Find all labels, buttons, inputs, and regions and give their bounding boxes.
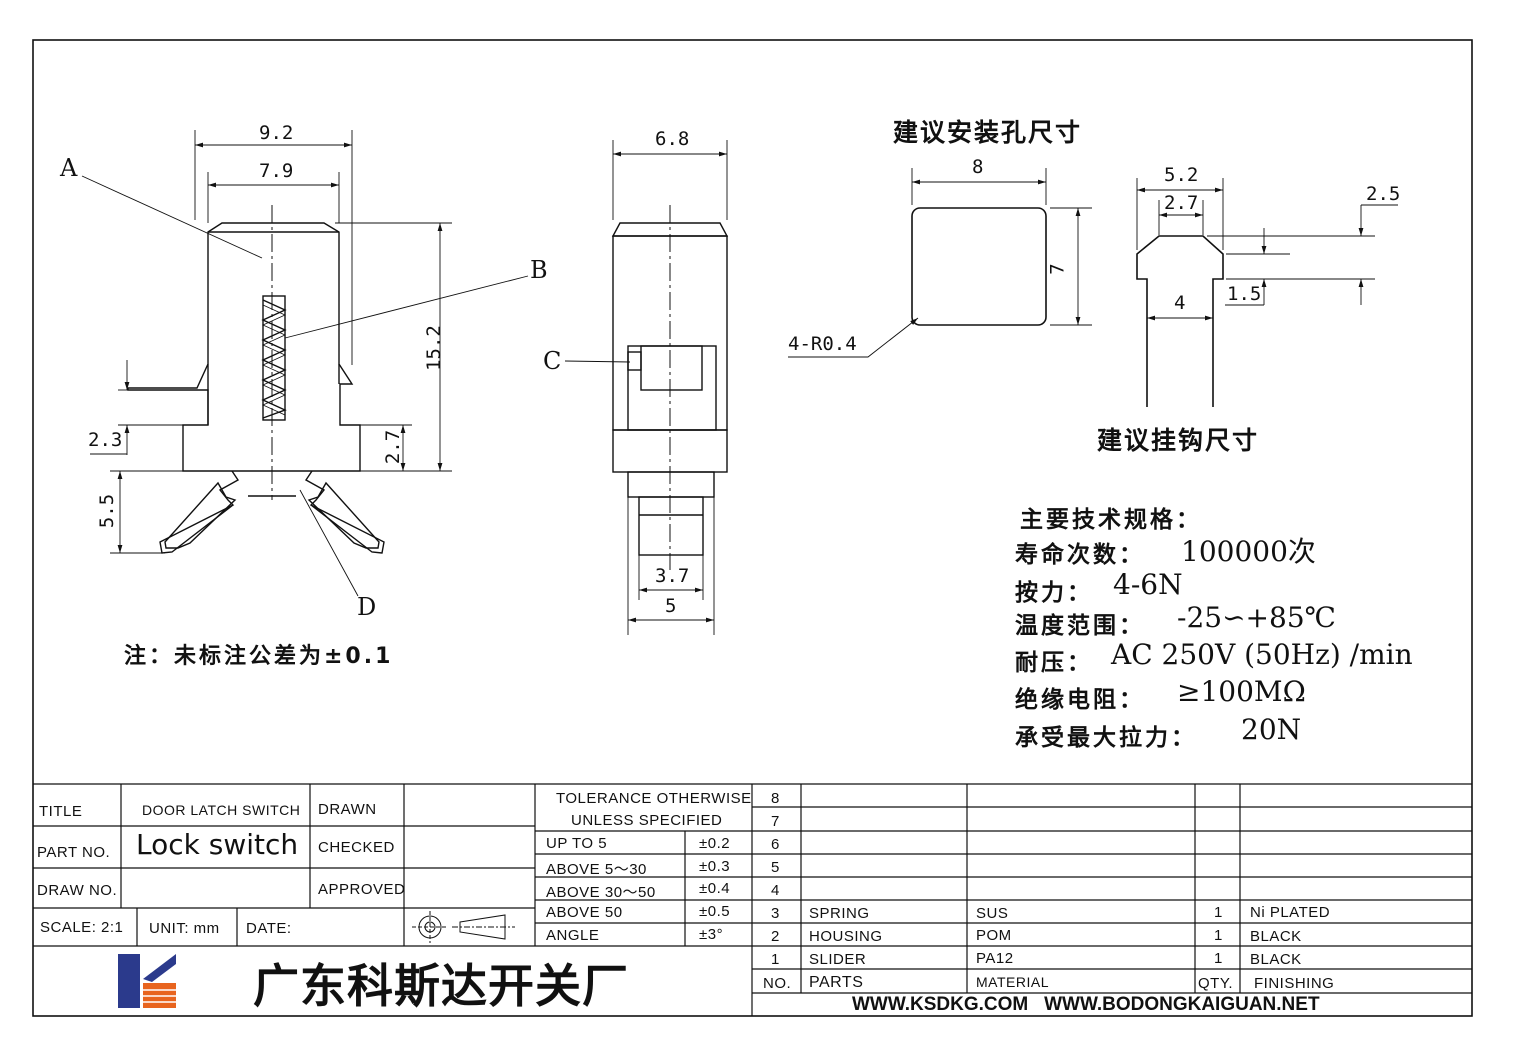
title-value: DOOR LATCH SWITCH xyxy=(142,802,301,818)
dim-side-top-width: 6.8 xyxy=(655,128,690,150)
tolerance-note: 注：未标注公差为±0.1 xyxy=(124,644,394,669)
bom-no: 2 xyxy=(771,928,780,945)
tolerance-value: ±3° xyxy=(699,926,724,943)
tolerance-header-1: TOLERANCE OTHERWISE xyxy=(556,790,752,807)
bom-header-parts: PARTS xyxy=(809,974,864,991)
bom-finishing: Ni PLATED xyxy=(1250,904,1331,921)
bom-no: 6 xyxy=(771,836,780,853)
dim-side-inner-width: 3.7 xyxy=(655,565,690,587)
tolerance-range: ABOVE 30～50 xyxy=(546,884,656,901)
tolerance-value: ±0.4 xyxy=(699,880,731,897)
spec-value-insulation: ≥100MΩ xyxy=(1177,675,1306,708)
callout-d: D xyxy=(357,593,377,621)
bom-header-no: NO. xyxy=(763,975,792,992)
bom-no: 5 xyxy=(771,859,780,876)
dim-hook-head: 2.5 xyxy=(1366,183,1401,205)
bom-header-material: MATERIAL xyxy=(976,974,1049,990)
front-view xyxy=(81,130,529,597)
mount-hole-title: 建议安装孔尺寸 xyxy=(893,118,1083,147)
scale-field: SCALE: 2:1 xyxy=(40,919,124,936)
website-urls: WWW.KSDKG.COM WWW.BODONGKAIGUAN.NET xyxy=(852,994,1320,1015)
bom-part: HOUSING xyxy=(809,928,883,945)
date-field: DATE: xyxy=(246,920,292,937)
dim-hook-neck: 1.5 xyxy=(1227,283,1262,305)
dim-hook-stem: 4 xyxy=(1174,292,1186,314)
drawn-label: DRAWN xyxy=(318,801,377,818)
dim-hole-height: 7 xyxy=(1046,263,1069,275)
spec-value-life: 100000次 xyxy=(1181,535,1316,568)
company-logo xyxy=(115,951,177,1011)
spec-value-pull: 20N xyxy=(1241,713,1302,746)
spec-value-force: 4-6N xyxy=(1113,568,1183,601)
dim-front-flange: 2.7 xyxy=(382,429,405,465)
dim-side-outer-width: 5 xyxy=(665,595,677,617)
draw-no-label: DRAW NO. xyxy=(37,882,118,899)
bom-qty: 1 xyxy=(1214,904,1223,921)
bom-part: SLIDER xyxy=(809,951,867,968)
title-block-grid xyxy=(33,783,1472,1016)
bom-no: 8 xyxy=(771,790,780,807)
bom-no: 7 xyxy=(771,813,780,830)
hook-view xyxy=(1136,178,1398,407)
spec-label-force: 按力： xyxy=(1015,580,1093,606)
mount-hole-view xyxy=(788,168,1092,358)
spec-label-temp: 温度范围： xyxy=(1015,613,1145,639)
callout-b: B xyxy=(530,256,548,284)
bom-no: 4 xyxy=(771,882,780,899)
part-no-label: PART NO. xyxy=(37,844,111,861)
dim-hook-notch: 2.7 xyxy=(1164,192,1199,214)
dim-hole-radius: 4-R0.4 xyxy=(788,333,857,355)
bom-finishing: BLACK xyxy=(1250,928,1302,945)
company-name: 广东科斯达开关厂 xyxy=(253,959,629,1013)
specs-title: 主要技术规格： xyxy=(1020,507,1202,533)
bom-no: 1 xyxy=(771,951,780,968)
side-view xyxy=(564,140,729,635)
dim-front-outer-width: 9.2 xyxy=(259,122,294,144)
bom-part: SPRING xyxy=(809,905,870,922)
bom-header-finishing: FINISHING xyxy=(1254,975,1335,992)
tolerance-range: ANGLE xyxy=(546,927,600,944)
spec-label-insulation: 绝缘电阻： xyxy=(1015,687,1145,713)
bom-material: PA12 xyxy=(976,950,1014,967)
callout-c: C xyxy=(543,347,562,375)
bom-header-qty: QTY. xyxy=(1198,975,1234,992)
callout-a: A xyxy=(60,154,78,182)
dim-front-height: 15.2 xyxy=(422,325,445,371)
bom-qty: 1 xyxy=(1214,927,1223,944)
dim-hook-top: 5.2 xyxy=(1164,164,1199,186)
bom-no: 3 xyxy=(771,905,780,922)
bom-material: POM xyxy=(976,927,1012,944)
tolerance-range: ABOVE 5～30 xyxy=(546,861,647,878)
dim-hole-width: 8 xyxy=(972,156,984,178)
unit-field: UNIT: mm xyxy=(149,920,220,937)
tolerance-value: ±0.3 xyxy=(699,858,731,875)
hook-title: 建议挂钩尺寸 xyxy=(1097,426,1260,455)
approved-label: APPROVED xyxy=(318,881,406,898)
tolerance-value: ±0.2 xyxy=(699,835,731,852)
bom-finishing: BLACK xyxy=(1250,951,1302,968)
tolerance-value: ±0.5 xyxy=(699,903,731,920)
projection-symbol xyxy=(412,911,515,943)
spec-value-temp: -25∽+85℃ xyxy=(1177,601,1336,634)
bom-qty: 1 xyxy=(1214,950,1223,967)
spec-label-voltage: 耐压： xyxy=(1015,650,1093,676)
spec-label-life: 寿命次数： xyxy=(1015,542,1145,568)
title-label: TITLE xyxy=(39,803,83,820)
checked-label: CHECKED xyxy=(318,839,395,856)
spec-label-pull: 承受最大拉力： xyxy=(1015,725,1197,751)
tolerance-range: UP TO 5 xyxy=(546,835,608,852)
part-no-value: Lock switch xyxy=(136,828,299,861)
tolerance-header-2: UNLESS SPECIFIED xyxy=(571,812,723,829)
dim-front-step: 2.3 xyxy=(88,429,123,451)
bom-material: SUS xyxy=(976,905,1009,922)
dim-front-inner-width: 7.9 xyxy=(259,160,294,182)
tolerance-range: ABOVE 50 xyxy=(546,904,623,921)
spec-value-voltage: AC 250V (50Hz) /min xyxy=(1111,638,1413,671)
dim-front-leg: 5.5 xyxy=(96,493,119,529)
